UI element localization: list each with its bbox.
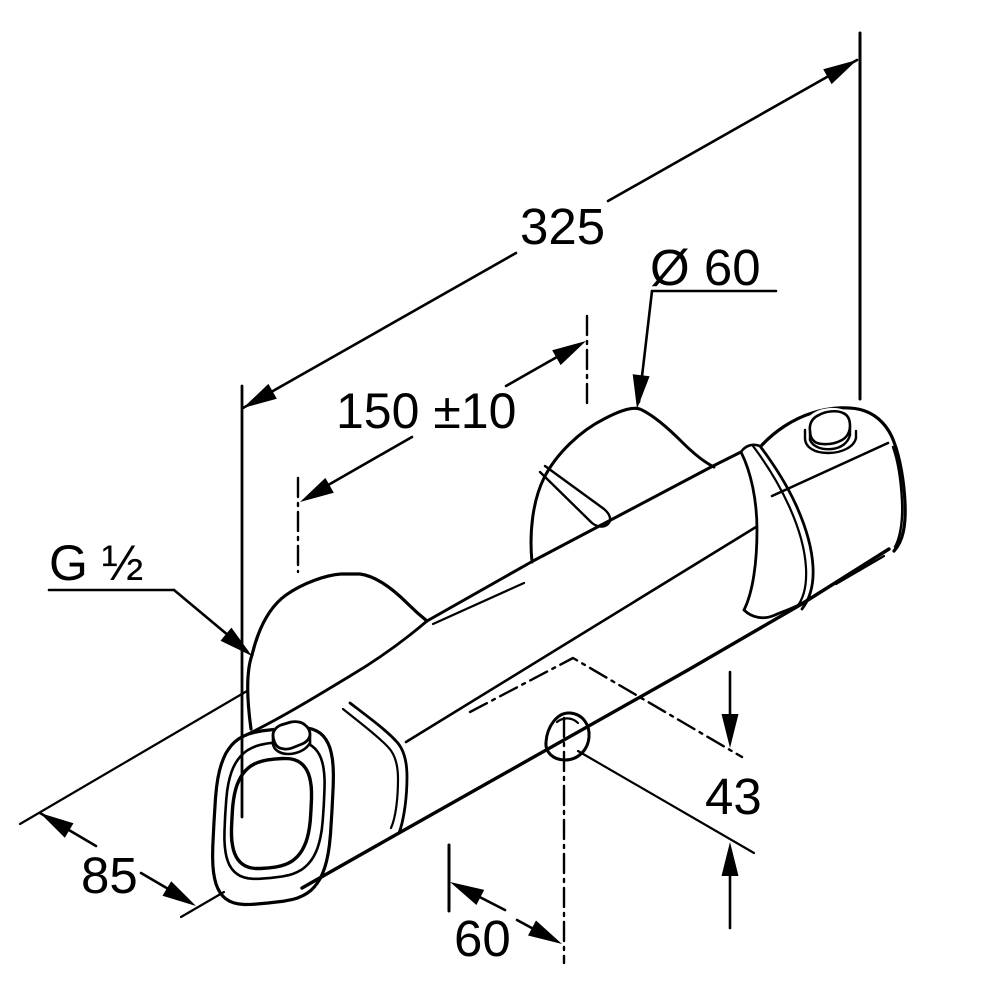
svg-text:85: 85 [81,847,138,904]
svg-text:60: 60 [454,910,511,967]
svg-text:150 ±10: 150 ±10 [336,383,516,439]
svg-text:G ½: G ½ [49,535,143,591]
svg-text:43: 43 [705,768,762,825]
svg-text:325: 325 [520,198,605,255]
svg-text:Ø 60: Ø 60 [650,239,761,296]
